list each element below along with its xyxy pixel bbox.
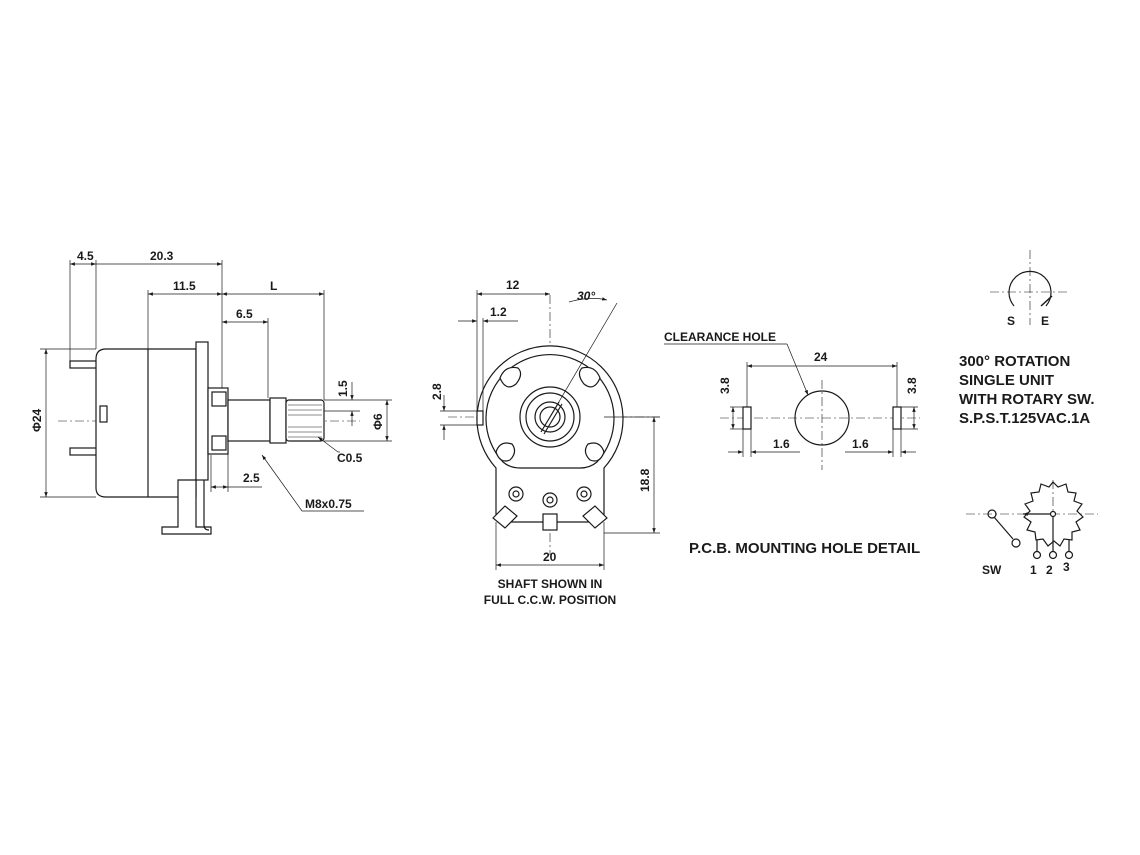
dim-3-8-left: 3.8 [718,377,732,394]
dim-dia24: Φ24 [30,408,44,432]
dim-c0-5: C0.5 [337,451,363,465]
mounting-bracket [161,479,212,535]
dim-1-2: 1.2 [490,305,507,319]
angle-30: 30° [577,289,595,303]
pcb-slot-left [742,406,752,430]
spec-switch: WITH ROTARY SW. [959,391,1095,408]
dim-20: 20 [543,550,557,564]
clearance-hole [794,390,850,446]
dim-l: L [270,279,277,293]
pcb-detail: CLEARANCE HOLE 24 3.8 3.8 1.6 1.6 P.C.B.… [664,330,920,557]
switch-blade [993,516,1014,540]
rotation-pointer [1040,295,1053,307]
pcb-slot-right [892,406,902,430]
dim-dia6: Φ6 [371,413,385,430]
front-caption-line1: SHAFT SHOWN IN [498,577,603,591]
dim-4-5: 4.5 [77,249,94,263]
shaft-knurl [288,404,322,438]
mounting-slots [495,366,605,462]
pin-3-contact [1064,550,1074,560]
dim-1-6-left: 1.6 [773,437,790,451]
rotation-label-s: S [1007,314,1015,328]
dim-2-8: 2.8 [430,383,444,400]
dim-18-8: 18.8 [638,468,652,492]
resistor-gear [1023,481,1084,547]
schematic: SW 1 2 3 [966,480,1098,577]
dim-20-3: 20.3 [150,249,174,263]
switch-terminals [69,340,99,456]
front-terminals [492,486,608,531]
switch-contact-top [987,509,997,519]
rotation-arc [1008,270,1052,307]
pcb-detail-title: P.C.B. MOUNTING HOLE DETAIL [689,540,920,557]
spec-unit: SINGLE UNIT [959,372,1054,389]
dim-11-5: 11.5 [173,279,196,293]
thread-spec: M8x0.75 [305,497,352,511]
housing-body [95,348,197,498]
switch-contact-bottom [1011,538,1021,548]
dim-12: 12 [506,278,520,292]
spec-notes: 300° ROTATION SINGLE UNIT WITH ROTARY SW… [959,353,1095,427]
dim-1-5: 1.5 [336,380,350,397]
dim-24: 24 [814,350,828,364]
sw-label: SW [982,563,1002,577]
rotation-symbol: S E [990,250,1070,328]
threaded-bushing [227,399,271,442]
dim-3-8-right: 3.8 [905,377,919,394]
mounting-plate [195,341,209,481]
pin-2-label: 2 [1046,563,1053,577]
pin-2-contact [1048,550,1058,560]
front-view: 12 30° 1.2 2.8 18.8 20 SHAFT SHOWN IN FU… [430,278,660,607]
pin-1-label: 1 [1030,563,1037,577]
spec-rating: S.P.S.T.125VAC.1A [959,410,1090,427]
rotation-label-e: E [1041,314,1049,328]
side-view: 4.5 20.3 11.5 L 6.5 1.5 Φ6 C0.5 Φ24 2.5 … [30,249,392,535]
anti-rotation-tab [476,410,484,426]
dim-1-6-right: 1.6 [852,437,869,451]
dim-6-5: 6.5 [236,307,253,321]
dim-2-5: 2.5 [243,471,260,485]
pin-3-label: 3 [1063,560,1070,574]
pin-1-contact [1032,550,1042,560]
shaft [285,399,325,442]
clearance-hole-label: CLEARANCE HOLE [664,330,776,344]
front-caption-line2: FULL C.C.W. POSITION [484,593,616,607]
spec-rotation: 300° ROTATION [959,353,1070,370]
